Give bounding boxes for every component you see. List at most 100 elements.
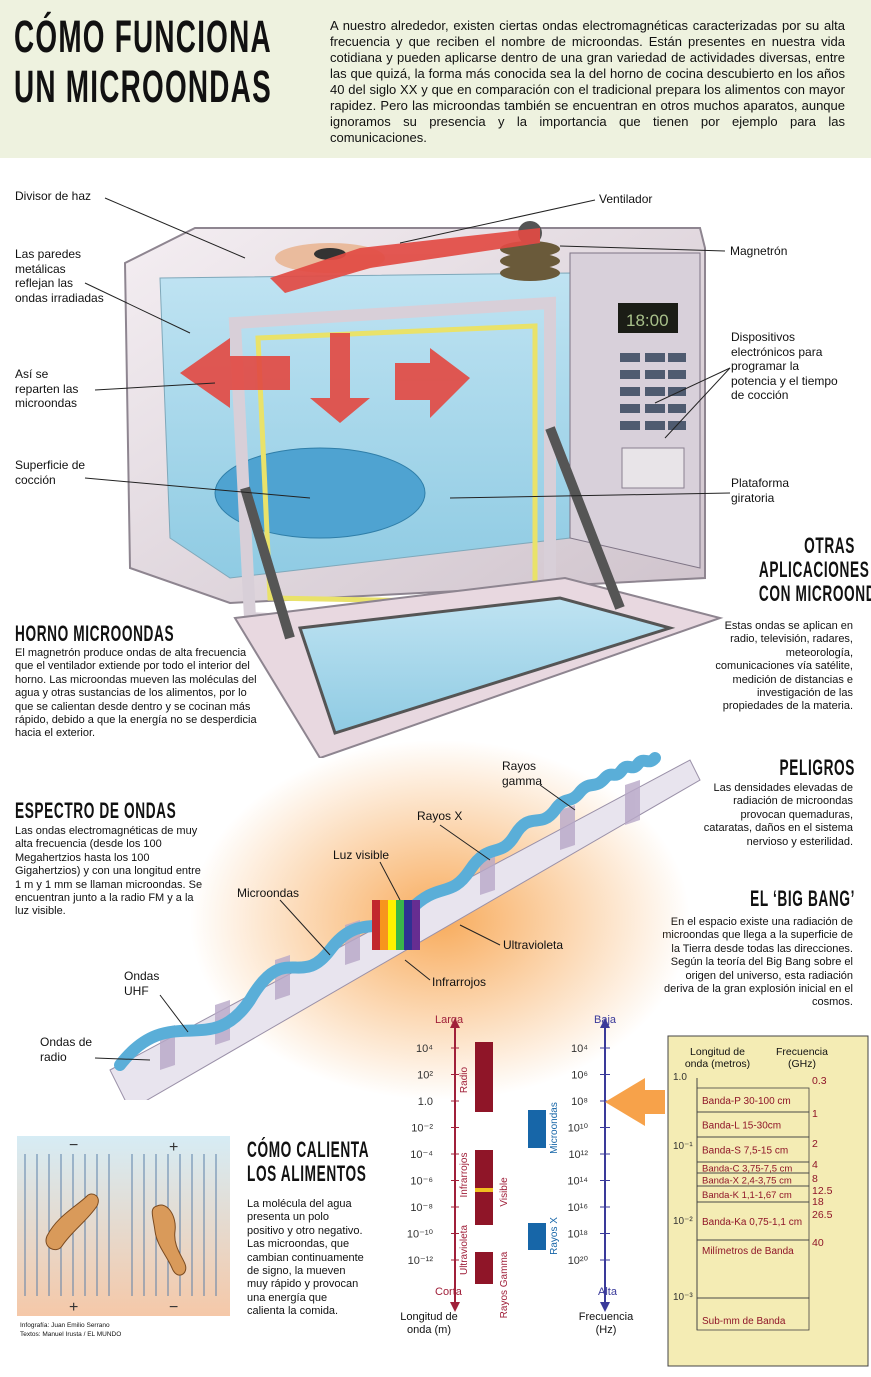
- svg-text:+: +: [169, 1139, 178, 1156]
- wl-tick-label: 10⁻¹²: [408, 1255, 434, 1267]
- label-ondas-radio: Ondas de radio: [40, 1035, 93, 1064]
- bar-microondas: [528, 1110, 546, 1148]
- band-label: Radio: [459, 1067, 470, 1094]
- table-row-label: Banda-C 3,75-7,5 cm: [702, 1164, 792, 1175]
- fr-tick-label: 10²⁰: [568, 1255, 589, 1267]
- fr-caption: Frecuencia (Hz): [578, 1311, 634, 1336]
- bar-radio: [475, 1042, 493, 1112]
- table-row: [696, 1297, 810, 1331]
- fr-tick-label: 10⁴: [571, 1043, 588, 1055]
- wl-tick-label: 10⁻⁴: [410, 1149, 433, 1161]
- table-left-tick: 10⁻³: [673, 1292, 693, 1303]
- bar-rayos-x: [528, 1223, 546, 1250]
- bar-gamma: [475, 1252, 493, 1284]
- otras-text: Estas ondas se aplican en radio, televis…: [715, 620, 853, 713]
- otras-title-1: OTRAS: [804, 533, 855, 558]
- table-row-label: Banda-S 7,5-15 cm: [702, 1146, 788, 1157]
- band-label: Rayos Gamma: [499, 1251, 510, 1318]
- label-rayos-gamma: Rayos gamma: [502, 759, 543, 788]
- band-table-graphic: 1.010⁻¹10⁻²10⁻³0.3124812.51826.540Banda-…: [605, 1035, 869, 1367]
- table-right-tick: 4: [812, 1159, 818, 1171]
- wl-tick-label: 1.0: [418, 1096, 433, 1108]
- credit-infografia: Infografía: Juan Emilio Serrano: [20, 1322, 110, 1329]
- fr-tick-label: 10¹²: [568, 1149, 588, 1161]
- wl-tick-label: 10⁻⁸: [410, 1202, 433, 1214]
- fr-top-label: Baja: [594, 1014, 617, 1026]
- credit-textos: Textos: Manuel Irusta / EL MUNDO: [20, 1331, 122, 1338]
- callout-lines: [84, 197, 731, 499]
- bigbang-title: EL ‘BIG BANG’: [750, 886, 855, 911]
- bar-visible: [475, 1150, 493, 1225]
- table-row-label: Milímetros de Banda: [702, 1246, 794, 1257]
- fr-bottom-label: Alta: [598, 1286, 617, 1298]
- door-button: [621, 447, 685, 489]
- wl-tick-label: 10⁻¹⁰: [407, 1229, 434, 1241]
- horno-title: HORNO MICROONDAS: [15, 621, 175, 646]
- pointer-arrow: [605, 1078, 665, 1126]
- intro-text: A nuestro alrededor, existen ciertas ond…: [330, 18, 845, 145]
- band-label: Visible: [499, 1177, 510, 1207]
- table-row-label: Sub-mm de Banda: [702, 1316, 786, 1327]
- espectro-text: Las ondas electromagnéticas de muy alta …: [15, 825, 203, 918]
- label-ventilador: Ventilador: [599, 192, 653, 206]
- wl-bottom-label: Corta: [435, 1286, 462, 1298]
- table-left-tick: 1.0: [673, 1072, 687, 1083]
- wl-tick-label: 10⁻⁶: [410, 1176, 433, 1188]
- table-row-label: Banda-K 1,1-1,67 cm: [702, 1190, 792, 1201]
- label-ultravioleta: Ultravioleta: [503, 938, 564, 952]
- credits: Infografía: Juan Emilio Serrano Textos: …: [20, 1321, 121, 1339]
- label-reparten: Así se reparten las microondas: [15, 367, 79, 410]
- title-line-1: CÓMO FUNCIONA: [14, 11, 272, 62]
- band-label: Ultravioleta: [459, 1225, 470, 1275]
- wl-top-label: Larga: [435, 1014, 464, 1026]
- label-rayos-x: Rayos X: [417, 809, 463, 823]
- band-table-bg: [667, 1035, 869, 1367]
- bigbang-text: En el espacio existe una radiación de mi…: [662, 916, 853, 1009]
- table-row-label: Banda-P 30-100 cm: [702, 1096, 791, 1107]
- espectro-title: ESPECTRO DE ONDAS: [15, 798, 177, 823]
- otras-title: OTRAS APLICACIONES CON MICROONDAS: [700, 533, 871, 606]
- label-microondas: Microondas: [237, 886, 300, 900]
- svg-text:−: −: [69, 1137, 78, 1154]
- peligros-text: Las densidades elevadas de radiación de …: [703, 782, 853, 848]
- calienta-text: La molécula del agua presenta un polo po…: [247, 1198, 364, 1318]
- wave-arrows: [180, 228, 540, 423]
- wl-tick-label: 10⁴: [416, 1043, 433, 1055]
- label-superficie: Superficie de cocción: [15, 458, 86, 487]
- wl-tick-label: 10⁻²: [411, 1123, 433, 1135]
- label-luz-visible: Luz visible: [333, 848, 390, 862]
- page-title: CÓMO FUNCIONA UN MICROONDAS: [14, 12, 312, 112]
- microwave-illustration: 18:00: [84, 197, 731, 758]
- wl-caption: Longitud de onda (m): [400, 1311, 458, 1336]
- fr-tick-label: 10¹⁶: [568, 1202, 588, 1214]
- spectrum-illustration: [94, 740, 701, 1100]
- label-infrarrojos: Infrarrojos: [432, 975, 487, 989]
- fr-tick-label: 10¹⁰: [568, 1123, 589, 1135]
- table-right-tick: 0.3: [812, 1075, 827, 1087]
- display-text: 18:00: [626, 311, 669, 330]
- header-band: [0, 0, 871, 158]
- band-label: Microondas: [549, 1102, 560, 1154]
- table-right-tick: 1: [812, 1108, 818, 1120]
- wl-tick-label: 10²: [417, 1070, 433, 1082]
- spectrum-callouts: [94, 784, 576, 1061]
- water-molecule-panel: − + + −: [17, 1136, 230, 1316]
- wave: [114, 752, 661, 1071]
- title-line-2: UN MICROONDAS: [14, 61, 272, 112]
- wl-ticks: 10⁴ 10² 1.0 10⁻² 10⁻⁴ 10⁻⁶ 10⁻⁸ 10⁻¹⁰ 10⁻¹²: [407, 1043, 459, 1267]
- peligros-title: PELIGROS: [779, 755, 855, 780]
- calienta-title: CÓMO CALIENTA LOS ALIMENTOS: [247, 1138, 444, 1186]
- label-plataforma: Plataforma giratoria: [731, 476, 790, 505]
- table-right-tick: 40: [812, 1237, 824, 1249]
- fr-tick-label: 10⁶: [571, 1070, 588, 1082]
- svg-text:−: −: [169, 1299, 178, 1316]
- col-longitud: Longitud de onda (metros): [684, 1046, 751, 1070]
- molecule-right: [151, 1204, 187, 1276]
- visible-prism: [372, 900, 420, 950]
- band-label: Rayos X: [549, 1217, 560, 1255]
- table-right-tick: 8: [812, 1173, 818, 1185]
- molecule-left: [45, 1193, 99, 1251]
